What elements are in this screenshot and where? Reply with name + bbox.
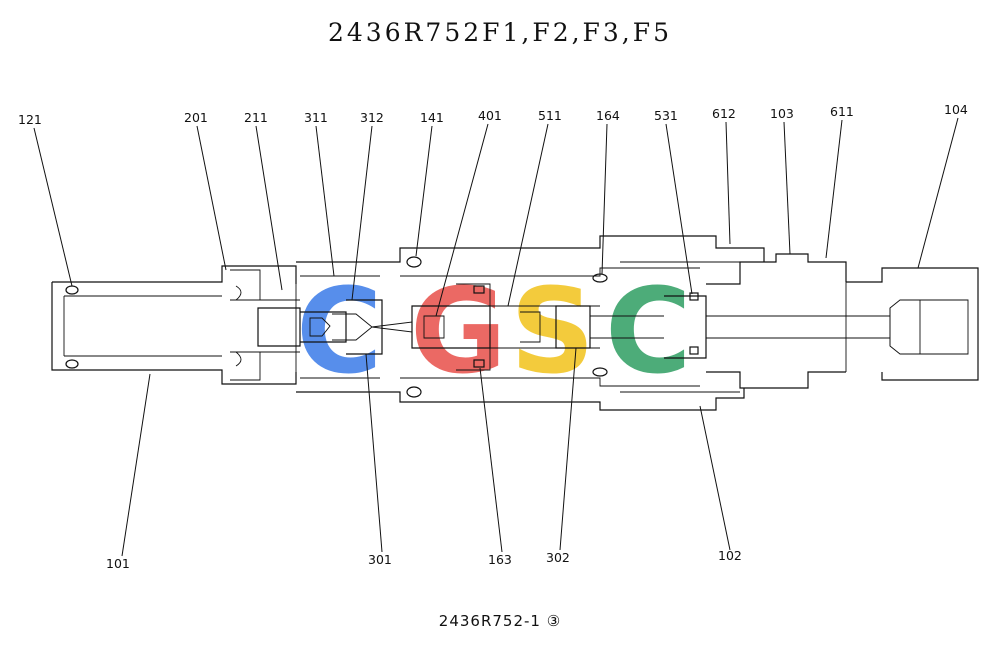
label-201: 201 <box>184 110 208 125</box>
watermark-letter-c1: C <box>296 262 383 400</box>
part-labels-top: 121 201 211 311 312 141 401 511 164 531 … <box>18 102 968 127</box>
watermark: C G S C <box>296 262 692 400</box>
label-531: 531 <box>654 108 678 123</box>
label-211: 211 <box>244 110 268 125</box>
part-labels-bottom: 101 301 163 302 102 <box>106 548 742 571</box>
label-102: 102 <box>718 548 742 563</box>
label-311: 311 <box>304 110 328 125</box>
o-ring-164 <box>592 273 608 377</box>
watermark-letter-s: S <box>510 262 595 400</box>
label-164: 164 <box>596 108 620 123</box>
label-302: 302 <box>546 550 570 565</box>
label-141: 141 <box>420 110 444 125</box>
leader-lines <box>33 117 959 557</box>
label-301: 301 <box>368 552 392 567</box>
label-612: 612 <box>712 106 736 121</box>
label-163: 163 <box>488 552 512 567</box>
watermark-letter-c2: C <box>605 262 692 400</box>
o-ring-141 <box>406 256 422 398</box>
label-312: 312 <box>360 110 384 125</box>
housing-101 <box>51 265 300 385</box>
label-611: 611 <box>830 104 854 119</box>
label-401: 401 <box>478 108 502 123</box>
plug-103 <box>664 253 890 389</box>
label-103: 103 <box>770 106 794 121</box>
drawing-number: 2436R752-1 ③ <box>438 612 562 630</box>
label-101: 101 <box>106 556 130 571</box>
label-104: 104 <box>944 102 968 117</box>
body-102 <box>295 235 765 411</box>
watermark-letter-g: G <box>410 262 507 400</box>
end-cap-104 <box>846 267 979 381</box>
label-121: 121 <box>18 112 42 127</box>
drawing-title: 2436R752F1,F2,F3,F5 <box>327 18 672 47</box>
label-511: 511 <box>538 108 562 123</box>
